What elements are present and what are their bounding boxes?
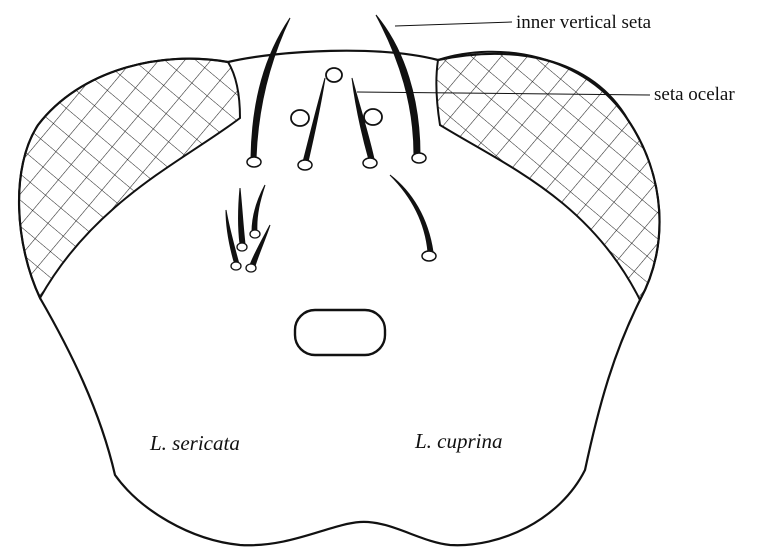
left-ocellar-seta [303,78,325,162]
right-compound-eye [420,35,690,320]
right-ocellar-seta [352,78,374,160]
left-inner-vertical-seta [251,18,290,158]
species-label-right: L. cuprina [414,429,503,453]
left-frontal-seta-1 [226,210,239,265]
left-compound-eye [0,40,260,320]
median-ocellus [326,68,342,82]
right-ocellus [364,109,382,125]
species-label-left: L. sericata [149,431,240,455]
seta-ocelar-label: seta ocelar [654,84,735,105]
right-inner-vertical-seta [376,15,420,155]
inner-vertical-seta-leader [395,22,512,26]
left-frontal-seta-3 [252,185,265,232]
ocelli [291,68,382,126]
left-frontal-seta-2 [239,188,246,244]
left-ocellus [291,110,309,126]
right-frontal-seta [390,175,433,252]
oral-opening [295,310,385,355]
inner-vertical-seta-label: inner vertical seta [516,12,652,33]
